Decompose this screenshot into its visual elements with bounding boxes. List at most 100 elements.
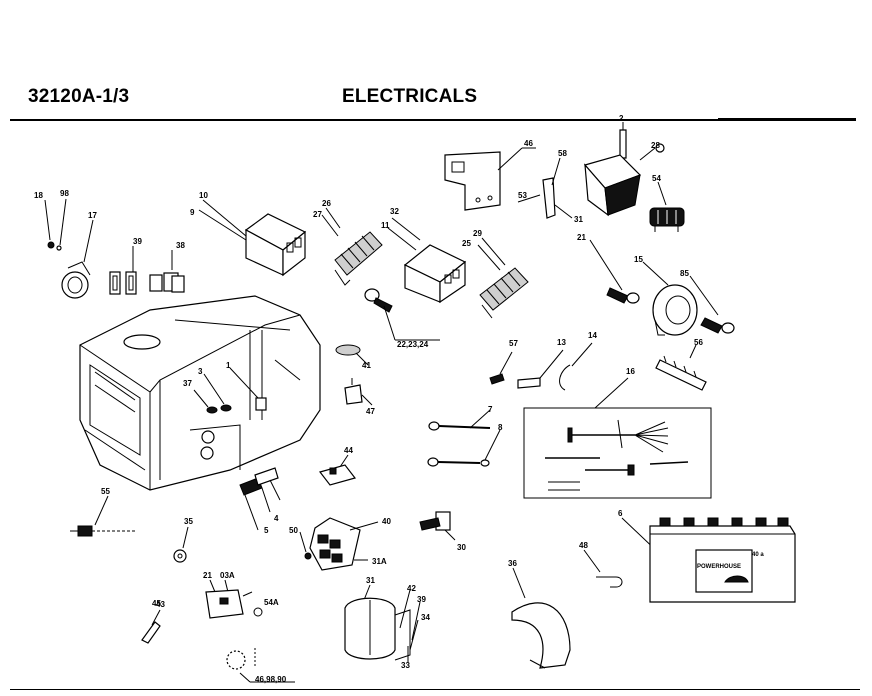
callout-18[interactable]: 18	[34, 191, 43, 200]
callout-37[interactable]: 37	[183, 379, 192, 388]
callout-53[interactable]: 53	[518, 191, 527, 200]
callout-1[interactable]: 1	[226, 361, 231, 370]
part-85-terminal[interactable]	[689, 275, 735, 334]
callout-9[interactable]: 9	[190, 208, 195, 217]
part-2-relay-pin[interactable]	[619, 122, 627, 159]
part-7-cable[interactable]	[428, 409, 491, 431]
callout-48[interactable]: 48	[579, 541, 588, 550]
callout-15[interactable]: 15	[634, 255, 643, 264]
part-22-ring-terminal[interactable]	[364, 288, 440, 341]
part-30-key[interactable]	[419, 511, 456, 541]
callout-36[interactable]: 36	[508, 559, 517, 568]
part-32-junction-box[interactable]	[387, 217, 467, 304]
part-8-cable[interactable]	[427, 429, 501, 467]
part-17-horn-ring[interactable]	[61, 219, 94, 299]
callout-14[interactable]: 14	[588, 331, 597, 340]
part-57-screw[interactable]	[489, 351, 513, 385]
part-38-switch-block[interactable]	[149, 250, 185, 293]
callout-31-lower[interactable]: 31	[366, 576, 375, 585]
part-29-connector[interactable]	[477, 237, 529, 319]
callout-44[interactable]: 44	[344, 446, 353, 455]
callout-8[interactable]: 8	[498, 423, 503, 432]
callout-42[interactable]: 42	[407, 584, 416, 593]
part-26-connector[interactable]	[321, 207, 383, 286]
part-3-lamp[interactable]	[203, 373, 232, 412]
callout-31-top[interactable]: 31	[574, 215, 583, 224]
callout-26[interactable]: 26	[322, 199, 331, 208]
part-1-switch[interactable]	[229, 367, 267, 411]
callout-32[interactable]: 32	[390, 207, 399, 216]
callout-39-lower[interactable]: 39	[417, 595, 426, 604]
part-42-43-33-34-cable-set[interactable]	[399, 589, 421, 662]
callout-33[interactable]: 33	[401, 661, 410, 670]
part-48-rod[interactable]	[583, 549, 623, 588]
callout-40[interactable]: 40	[382, 517, 391, 526]
callout-13[interactable]: 13	[557, 338, 566, 347]
callout-16[interactable]: 16	[626, 367, 635, 376]
callout-47[interactable]: 47	[366, 407, 375, 416]
part-39-switch-set[interactable]	[109, 246, 137, 295]
callout-21-upper[interactable]: 21	[577, 233, 586, 242]
part-44-bracket[interactable]	[318, 454, 357, 486]
callout-7[interactable]: 7	[488, 405, 493, 414]
part-10-junction-box[interactable]	[198, 199, 307, 277]
part-21-terminal[interactable]	[589, 239, 640, 304]
part-41-grommet[interactable]	[335, 344, 369, 366]
callout-58[interactable]: 58	[558, 149, 567, 158]
part-14-hook[interactable]	[559, 342, 593, 391]
callout-2[interactable]: 2	[619, 114, 624, 123]
callout-55[interactable]: 55	[101, 487, 110, 496]
callout-35[interactable]: 35	[184, 517, 193, 526]
callout-27[interactable]: 27	[313, 210, 322, 219]
part-47-socket[interactable]	[344, 378, 373, 406]
callout-34[interactable]: 34	[421, 613, 430, 622]
callout-85[interactable]: 85	[680, 269, 689, 278]
callout-28[interactable]: 28	[651, 141, 660, 150]
callout-25[interactable]: 25	[462, 239, 471, 248]
callout-4[interactable]: 4	[274, 514, 279, 523]
part-31-cover[interactable]	[344, 584, 411, 661]
callout-54[interactable]: 54	[652, 174, 661, 183]
callout-41[interactable]: 41	[362, 361, 371, 370]
callout-30[interactable]: 30	[457, 543, 466, 552]
part-36-fender[interactable]	[511, 567, 571, 669]
callout-43[interactable]: 43	[156, 600, 165, 609]
callout-03A[interactable]: 03A	[220, 571, 235, 580]
callout-39[interactable]: 39	[133, 237, 142, 246]
callout-3[interactable]: 3	[198, 367, 203, 376]
callout-57[interactable]: 57	[509, 339, 518, 348]
callout-46-98-90[interactable]: 46,98,90	[255, 675, 287, 684]
part-46-bracket[interactable]	[444, 147, 536, 211]
part-4-part-5-fuse-set[interactable]	[239, 467, 281, 531]
part-6-battery[interactable]	[621, 517, 796, 603]
callout-10[interactable]: 10	[199, 191, 208, 200]
part-50-screw[interactable]	[299, 531, 312, 560]
callout-22-23-24[interactable]: 22,23,24	[397, 340, 429, 349]
part-28-relay[interactable]	[583, 143, 665, 217]
callout-45[interactable]: 45	[152, 599, 161, 608]
part-40-switch-panel[interactable]	[309, 517, 379, 571]
part-35-grommet[interactable]	[173, 526, 189, 563]
callout-56[interactable]: 56	[694, 338, 703, 347]
part-18-screw[interactable]	[44, 199, 55, 249]
part-55-connector[interactable]	[70, 495, 135, 537]
part-46-98-90-grommet[interactable]	[226, 648, 295, 683]
callout-38[interactable]: 38	[176, 241, 185, 250]
callout-29[interactable]: 29	[473, 229, 482, 238]
callout-50[interactable]: 50	[289, 526, 298, 535]
callout-54A[interactable]: 54A	[264, 598, 279, 607]
callout-46[interactable]: 46	[524, 139, 533, 148]
part-15-horn[interactable]	[642, 261, 698, 336]
part-56-terminal-strip[interactable]	[655, 344, 707, 391]
callout-6[interactable]: 6	[618, 509, 623, 518]
part-13-clip[interactable]	[517, 349, 564, 389]
callout-5[interactable]: 5	[264, 526, 269, 535]
part-03A-switch-box[interactable]	[205, 579, 263, 619]
part-54-plug[interactable]	[649, 181, 685, 232]
callout-31A[interactable]: 31A	[372, 557, 387, 566]
part-37-lamp[interactable]	[193, 389, 218, 414]
part-53-fuse-holder[interactable]	[517, 157, 573, 219]
part-98-washer[interactable]	[56, 198, 67, 251]
callout-98[interactable]: 98	[60, 189, 69, 198]
callout-21-lower[interactable]: 21	[203, 571, 212, 580]
